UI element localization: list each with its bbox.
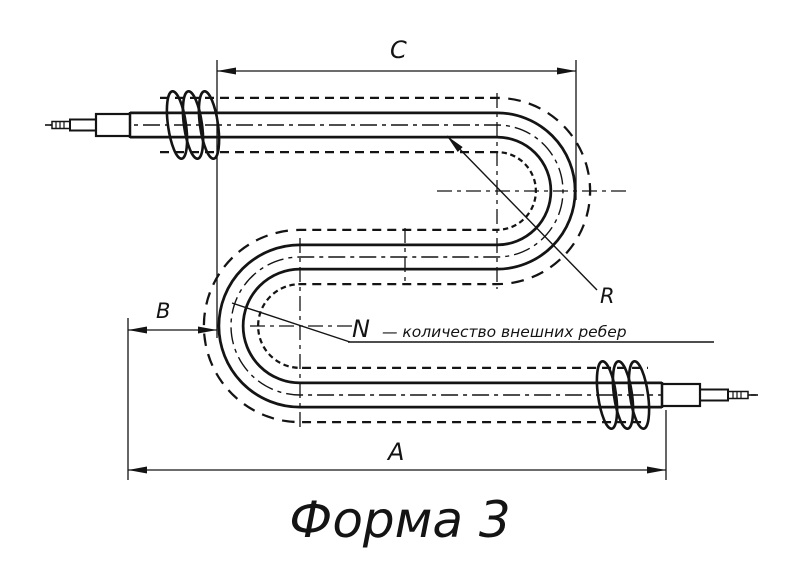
dim-r-label: R [600,284,615,308]
right-terminal-stud [727,390,749,400]
fin-coil [165,90,189,160]
fin-coil [197,90,221,160]
right-terminal [660,382,758,408]
fin-coil [627,360,651,430]
annotation-n: N — количество внешних ребер [231,302,714,343]
drawing-title: Форма 3 [289,491,510,549]
dim-r-leader [446,135,598,291]
dimension-r: R [446,135,615,308]
fin-coil [181,90,205,160]
annotation-n-leader [231,302,351,343]
fin-coil [595,360,619,430]
left-terminal-block [94,112,132,138]
annotation-n-text: — количество внешних ребер [382,323,627,341]
left-terminal [45,112,132,138]
right-terminal-block [660,382,702,408]
dim-b-label: B [156,299,170,323]
dimension-b: B [128,299,217,334]
dim-c-label: C [390,36,407,64]
left-terminal-pin [69,118,97,132]
left-terminal-stud [51,120,71,130]
dimension-c: C [216,36,577,338]
annotation-n-symbol: N [352,315,370,343]
fin-coils [165,90,651,430]
right-terminal-pin [699,388,729,402]
dim-a-label: A [386,438,404,466]
dimension-a: A [127,318,667,480]
tube-centerline [50,124,756,396]
fin-coil [611,360,635,430]
